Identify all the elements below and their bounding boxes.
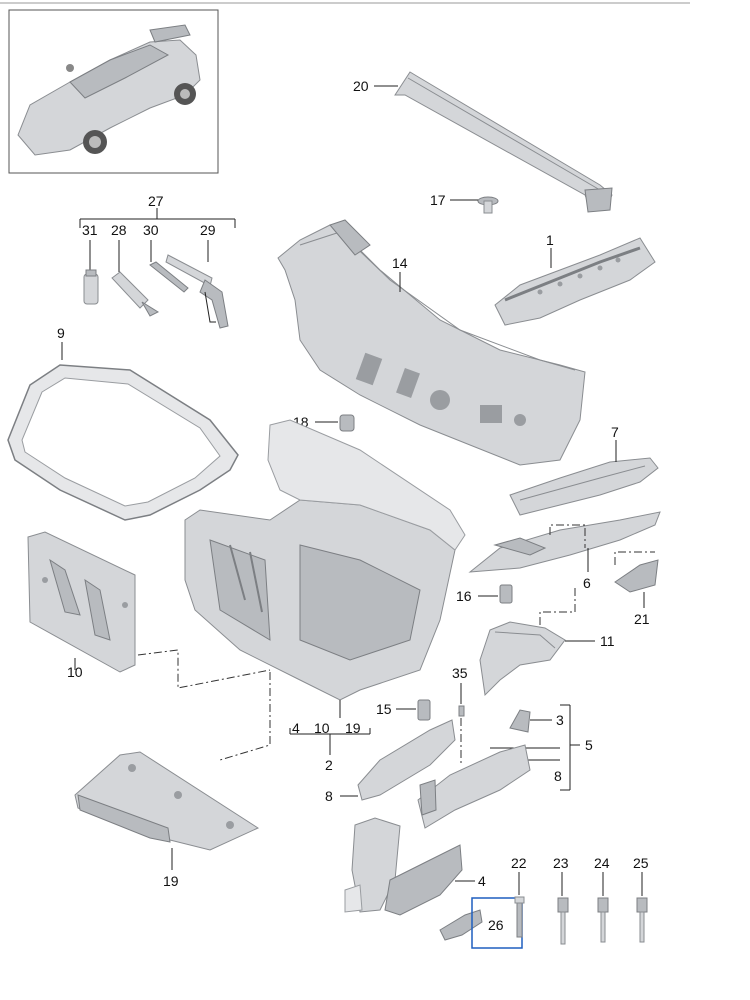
label-10b: 10 [314, 720, 330, 736]
label-1: 1 [546, 232, 554, 248]
part-14-bulkhead[interactable] [277, 219, 586, 466]
part-19-floor-panel[interactable] [74, 751, 260, 851]
part-29-applicator-gun[interactable] [165, 254, 229, 329]
part-16-bushing[interactable] [499, 584, 513, 604]
tool-kit-bracket [79, 208, 236, 228]
part-9-window-seal[interactable] [7, 364, 239, 521]
label-21: 21 [634, 611, 650, 627]
label-16: 16 [456, 588, 472, 604]
label-19a: 19 [345, 720, 361, 736]
part-8-member-right[interactable] [417, 744, 531, 829]
label-5: 5 [585, 737, 593, 753]
label-29: 29 [200, 222, 216, 238]
part-15-bushing[interactable] [417, 699, 431, 721]
label-19b: 19 [163, 873, 179, 889]
label-3: 3 [556, 712, 564, 728]
label-4a: 4 [292, 720, 300, 736]
label-25: 25 [633, 855, 649, 871]
label-8a: 8 [325, 788, 333, 804]
label-20: 20 [353, 78, 369, 94]
part-28-adhesive-tube[interactable] [111, 271, 160, 317]
label-26: 26 [488, 917, 504, 933]
part-22-rivet[interactable] [514, 896, 525, 938]
part-21-bracket[interactable] [614, 559, 659, 593]
part-3-bracket[interactable] [509, 709, 531, 733]
label-14: 14 [392, 255, 408, 271]
label-35: 35 [452, 665, 468, 681]
part-25-rivet[interactable] [636, 897, 648, 943]
part-11-arch-bracket[interactable] [479, 621, 566, 697]
label-17: 17 [430, 192, 446, 208]
part-31-cartridge[interactable] [83, 269, 99, 305]
label-30: 30 [143, 222, 159, 238]
label-7: 7 [611, 424, 619, 440]
part-4-pillar[interactable] [344, 817, 463, 916]
part-10-rear-panel[interactable] [27, 531, 136, 673]
part-35-stud[interactable] [458, 705, 465, 717]
part-23-rivet[interactable] [557, 897, 569, 945]
label-23: 23 [553, 855, 569, 871]
label-10a: 10 [67, 664, 83, 680]
label-4b: 4 [478, 873, 486, 889]
part-6-cowl-lower[interactable] [468, 511, 661, 573]
label-2: 2 [325, 757, 333, 773]
label-9: 9 [57, 325, 65, 341]
part-30-nozzle[interactable] [149, 261, 189, 293]
label-8b: 8 [554, 768, 562, 784]
label-24: 24 [594, 855, 610, 871]
vehicle-thumbnail[interactable] [8, 9, 219, 174]
part-1-reinforcement-plate[interactable] [494, 237, 656, 326]
part-7-cowl-panel[interactable] [509, 457, 659, 516]
part-20-cross-member[interactable] [394, 71, 613, 213]
part-2-rear-compartment[interactable] [184, 419, 466, 701]
label-27: 27 [148, 193, 164, 209]
part-17-screw[interactable] [477, 196, 499, 214]
part-8-member-left[interactable] [357, 719, 456, 801]
part-24-rivet[interactable] [597, 897, 609, 943]
rear-wing [149, 24, 191, 43]
label-11: 11 [600, 633, 615, 649]
label-22: 22 [511, 855, 527, 871]
label-6: 6 [583, 575, 591, 591]
part-26-bracket[interactable] [439, 909, 483, 941]
label-15: 15 [376, 701, 392, 717]
label-28: 28 [111, 222, 127, 238]
part-18-clip[interactable] [339, 414, 355, 432]
label-31: 31 [82, 222, 98, 238]
